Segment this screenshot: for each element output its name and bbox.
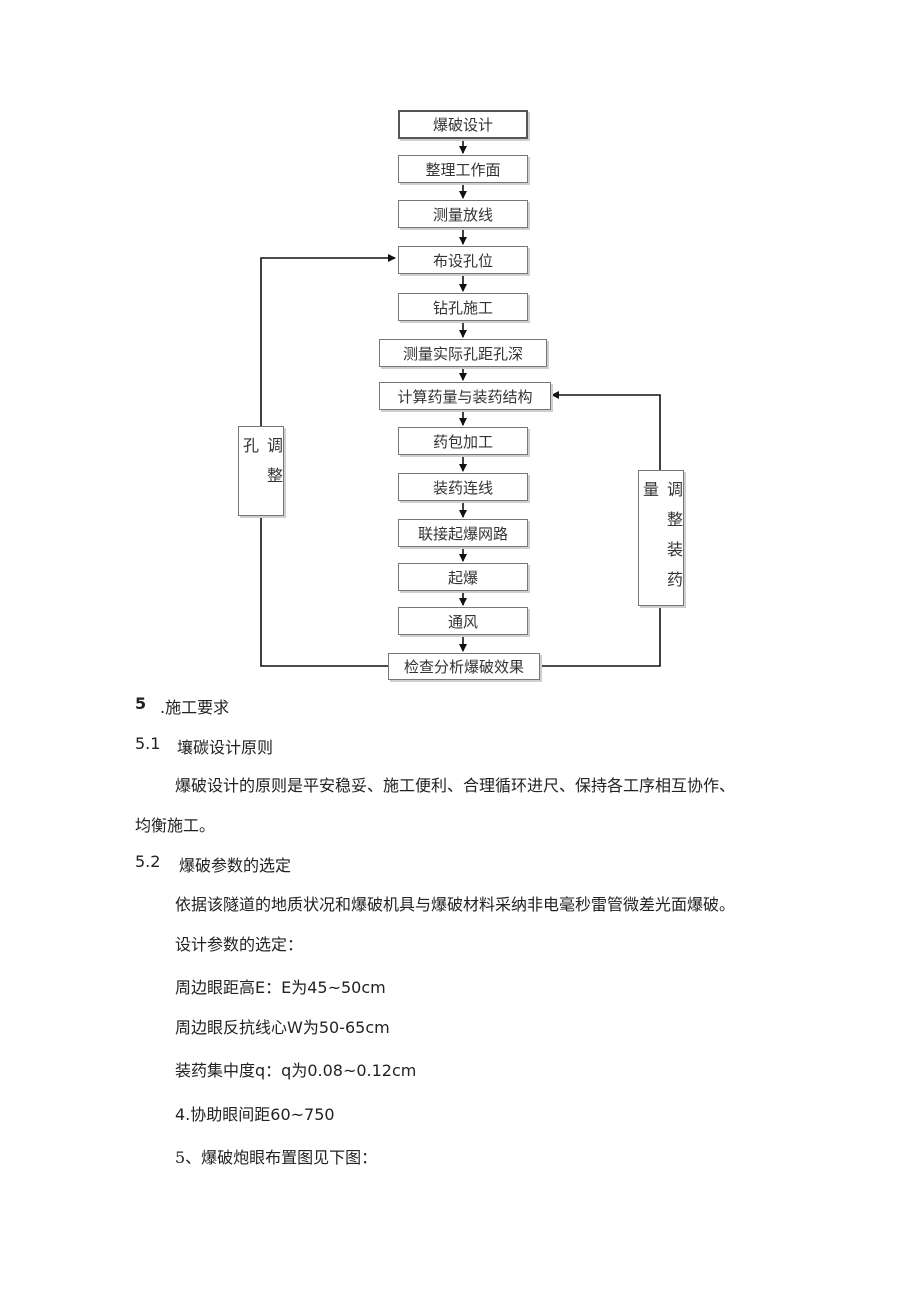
param-4: 4.协助眼间距60~750	[175, 1105, 335, 1124]
flow-step-5: 钻孔施工	[398, 293, 528, 321]
adjust-hole-box: 调整孔	[238, 426, 284, 516]
flow-step-1: 爆破设计	[398, 110, 528, 139]
flow-step-12: 通风	[398, 607, 528, 635]
paragraph-2: 依据该隧道的地质状况和爆破机具与爆破材料采纳非电毫秒雷管微差光面爆破。	[175, 895, 736, 914]
flow-step-3: 测量放线	[398, 200, 528, 228]
flow-step-7: 计算药量与装药结构	[379, 382, 551, 410]
section-5-1-title: 壤碳设计原则	[177, 738, 274, 757]
section-5-2-title: 爆破参数的选定	[179, 856, 292, 875]
flow-step-13: 检查分析爆破效果	[388, 653, 540, 680]
section-5-number: 5	[135, 694, 147, 713]
params-intro: 设计参数的选定：	[175, 935, 304, 954]
flow-step-10: 联接起爆网路	[398, 519, 528, 547]
param-w: 周边眼反抗线心W为50-65cm	[175, 1018, 390, 1037]
section-5-1-number: 5.1	[135, 734, 161, 753]
section-5-title: .施工要求	[160, 698, 230, 717]
flow-step-4: 布设孔位	[398, 246, 528, 274]
flow-step-8: 药包加工	[398, 427, 528, 455]
param-q: 装药集中度q：q为0.08~0.12cm	[175, 1061, 417, 1080]
adjust-charge-box: 调整装药量	[638, 470, 684, 606]
paragraph-1-line-2: 均衡施工。	[135, 816, 216, 835]
param-5: 5、爆破炮眼布置图见下图：	[175, 1148, 378, 1167]
blasting-flowchart: 爆破设计 整理工作面 测量放线 布设孔位 钻孔施工 测量实际孔距孔深 计算药量与…	[238, 110, 684, 680]
param-e: 周边眼距高E：E为45~50cm	[175, 978, 386, 997]
flow-step-2: 整理工作面	[398, 155, 528, 183]
paragraph-1-line-1: 爆破设计的原则是平安稳妥、施工便利、合理循环进尺、保持各工序相互协作、	[175, 776, 736, 795]
flow-step-6: 测量实际孔距孔深	[379, 339, 547, 367]
flow-step-11: 起爆	[398, 563, 528, 591]
section-5-2-number: 5.2	[135, 852, 161, 871]
flow-step-9: 装药连线	[398, 473, 528, 501]
